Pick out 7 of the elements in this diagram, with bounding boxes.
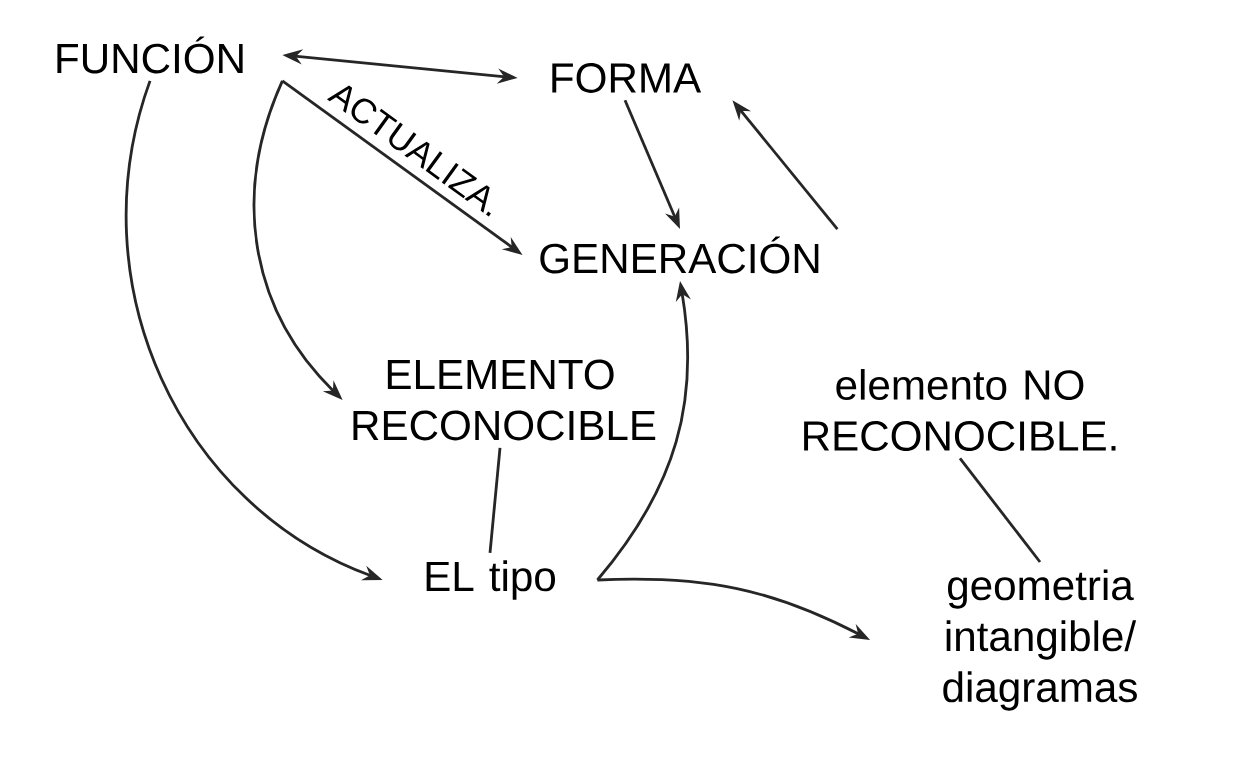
handwritten-label: FUNCIÓN — [57, 36, 243, 74]
handwritten-label: GENERACIÓN — [540, 236, 819, 274]
handwritten-label: ELEMENTO RECONOCIBLE — [353, 359, 656, 441]
handwritten-label: elemento NO RECONOCIBLE. — [804, 369, 1116, 451]
handwritten-label: EL tipo — [426, 560, 556, 600]
handwritten-label: geometria intangible/ diagramas — [943, 569, 1137, 711]
handwritten-label: FORMA — [552, 63, 702, 93]
